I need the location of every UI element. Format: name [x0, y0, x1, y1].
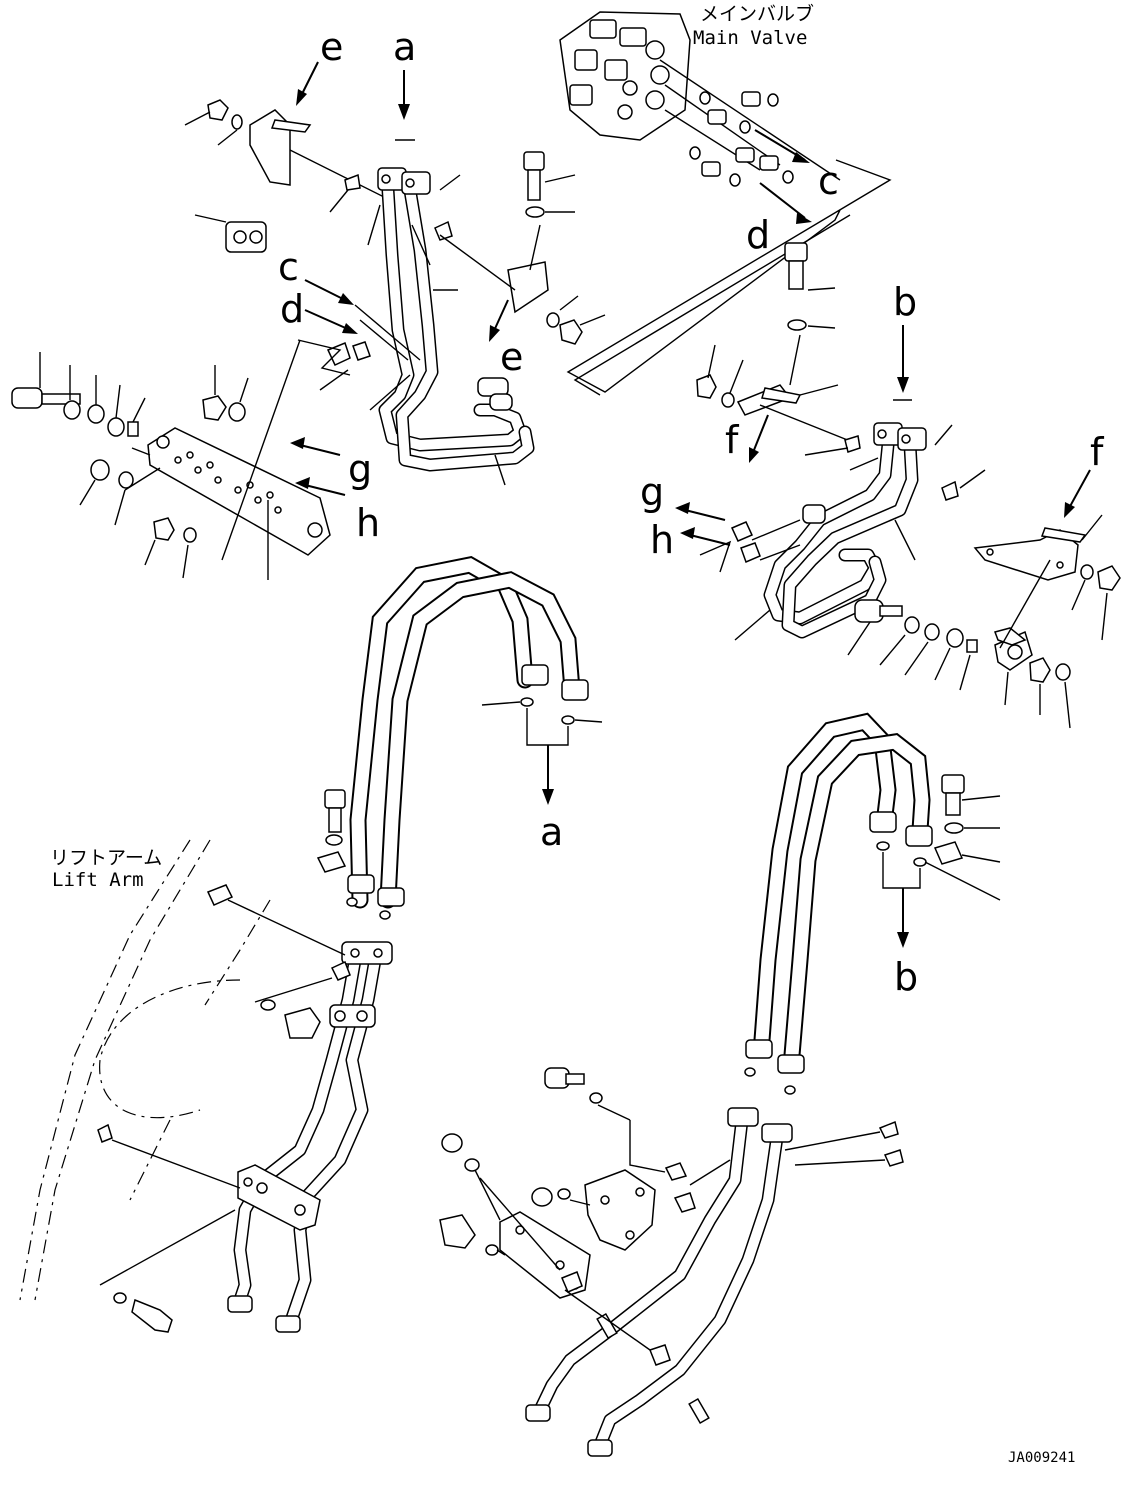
arrow-a-top-head: [398, 104, 410, 120]
ref-d-left: d: [280, 287, 304, 331]
ref-f-right: f: [1090, 430, 1105, 474]
top-right-bolt-group: [696, 242, 808, 416]
ref-e-top: e: [320, 25, 343, 69]
ref-h-left: h: [356, 501, 380, 545]
arrow-c-top-head: [792, 152, 810, 163]
right-lower-clamps: [439, 1067, 904, 1425]
clamp-piece-r: [844, 435, 861, 453]
ref-d-top: d: [746, 213, 770, 257]
arrow-g-left-head: [290, 437, 305, 449]
arrow-d-left: [304, 309, 351, 331]
lift-arm-label-jp: リフトアーム: [50, 847, 162, 869]
clamp-left-low: [97, 1123, 113, 1143]
ref-g-right: g: [640, 470, 664, 514]
pipes-top-right: [763, 422, 927, 639]
clamp-piece-2: [434, 220, 453, 241]
arrow-a-bottom-head: [542, 789, 554, 805]
arrow-h-right-head: [680, 527, 695, 539]
main-valve-label-en: Main Valve: [693, 27, 807, 49]
clamp-piece-r2: [941, 480, 959, 501]
right-lower-pipes: [525, 1107, 793, 1457]
drawing-code: JA009241: [1008, 1450, 1075, 1466]
arrow-g-right-head: [675, 502, 690, 514]
arrow-f-right-head: [1064, 502, 1075, 518]
lift-arm-outline: [19, 839, 271, 1301]
washer-low: [113, 1292, 127, 1304]
ref-b-top: b: [893, 280, 917, 324]
bolt-low: [131, 1298, 173, 1333]
arrow-g-right: [684, 509, 726, 521]
main-valve-label-jp: メインバルブ: [700, 2, 814, 25]
arrow-b-top-head: [897, 377, 909, 393]
arrow-d-top-head: [796, 213, 812, 224]
o-ring-r3: [744, 1067, 756, 1077]
arrow-f-left-head: [749, 447, 759, 463]
lift-arm-label-en: Lift Arm: [52, 869, 144, 891]
arrow-c-left: [304, 279, 346, 301]
right-bracket: [854, 527, 1121, 683]
ref-a-bottom: a: [540, 810, 563, 854]
clamp-piece: [344, 173, 361, 191]
arrow-h-right: [689, 534, 731, 546]
o-ring-bracket: [882, 852, 921, 889]
top-left-bracket: [207, 99, 391, 253]
arrow-h-left-head: [295, 477, 310, 489]
o-ring-2: [561, 715, 575, 725]
pipes-top-left: [377, 167, 535, 472]
ref-c-left: c: [278, 245, 299, 289]
arrow-c-left-head: [338, 293, 354, 305]
left-hoses: [347, 556, 589, 909]
arrow-d-left-head: [342, 323, 358, 334]
arrow-h-left: [304, 484, 346, 496]
ref-b-bottom: b: [894, 955, 918, 999]
valve-fittings: [659, 59, 841, 187]
arrow-g-left: [299, 444, 341, 456]
clamp-pads-left: [221, 339, 411, 561]
right-bolt-stack: [933, 774, 965, 865]
ref-e-mid: e: [500, 335, 523, 379]
o-ring-r2: [913, 857, 927, 867]
arrow-f-left: [751, 414, 769, 456]
ref-a-top: a: [393, 25, 416, 69]
ref-h-right: h: [650, 518, 674, 562]
ref-f-left: f: [725, 418, 740, 462]
arrow-b-bottom-head: [897, 932, 909, 948]
ref-g-left: g: [348, 447, 372, 491]
clamp-pads-right: [699, 519, 801, 573]
arrow-e-mid: [492, 299, 509, 334]
arrow-e-mid-head: [489, 325, 500, 342]
left-clamp-plate: [11, 387, 331, 556]
arrow-e-top-head: [296, 89, 307, 106]
washer: [260, 999, 276, 1011]
link-frame: [566, 159, 892, 393]
link-frame-2: [573, 214, 851, 396]
clamp-left-mid: [330, 960, 351, 981]
clamp-left-upper: [206, 884, 234, 906]
top-bolt-group: [507, 151, 583, 345]
o-ring-r: [876, 841, 890, 851]
o-ring: [520, 697, 534, 707]
left-lower-pipes: [227, 941, 393, 1333]
arrow-f-right: [1067, 469, 1091, 511]
right-hoses: [745, 712, 933, 1074]
bolt-left: [284, 1007, 321, 1039]
left-bolt-stack: [316, 789, 391, 920]
o-ring-r4: [784, 1085, 796, 1095]
arrow-d-top: [759, 182, 806, 219]
ref-c-top: c: [818, 159, 839, 203]
main-valve: [559, 11, 691, 141]
